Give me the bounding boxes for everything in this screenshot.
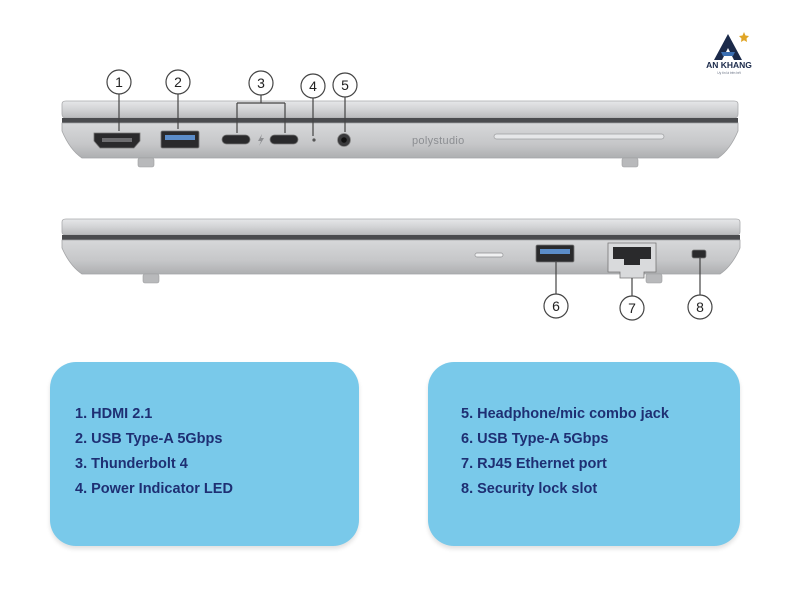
callout-1: 1 <box>106 69 132 95</box>
svg-text:3: 3 <box>257 75 265 91</box>
callout-7: 7 <box>619 295 645 321</box>
legend-item: 1. HDMI 2.1 <box>75 406 153 422</box>
callout-6: 6 <box>543 293 569 319</box>
svg-text:2: 2 <box>174 74 182 90</box>
legend-item: 5. Headphone/mic combo jack <box>461 406 669 422</box>
ports-legend-right: 5. Headphone/mic combo jack 6. USB Type-… <box>428 362 740 546</box>
bottom-callouts: 6 7 8 <box>543 258 713 321</box>
power-led-icon <box>312 138 316 142</box>
legend-list-right: 5. Headphone/mic combo jack 6. USB Type-… <box>461 402 669 502</box>
thunderbolt-symbol-icon <box>258 134 264 146</box>
legend-item: 8. Security lock slot <box>461 481 598 497</box>
ports-legend-left: 1. HDMI 2.1 2. USB Type-A 5Gbps 3. Thund… <box>50 362 359 546</box>
an-khang-logo: AN KHANG Uy tín là trên hết <box>706 32 752 75</box>
legend-item: 7. RJ45 Ethernet port <box>461 456 607 472</box>
laptop-right-side <box>61 218 741 284</box>
svg-text:6: 6 <box>552 298 560 314</box>
legend-item: 6. USB Type-A 5Gbps <box>461 431 609 447</box>
legend-list-left: 1. HDMI 2.1 2. USB Type-A 5Gbps 3. Thund… <box>75 402 233 502</box>
brand-tagline: Uy tín là trên hết <box>717 71 741 75</box>
legend-item: 3. Thunderbolt 4 <box>75 456 188 472</box>
brand-name: AN KHANG <box>706 60 752 70</box>
indicator-slot <box>474 252 504 258</box>
svg-text:7: 7 <box>628 300 636 316</box>
svg-text:5: 5 <box>341 77 349 93</box>
callout-5: 5 <box>332 72 358 98</box>
svg-text:1: 1 <box>115 74 123 90</box>
thunderbolt-port-icon <box>269 134 299 145</box>
svg-text:4: 4 <box>309 78 317 94</box>
svg-text:8: 8 <box>696 299 704 315</box>
legend-item: 2. USB Type-A 5Gbps <box>75 431 223 447</box>
laptop-left-side: polystudio <box>61 100 739 168</box>
top-callouts: 1 2 3 4 5 <box>106 69 358 136</box>
logo-star-icon <box>739 32 749 42</box>
legend-item: 4. Power Indicator LED <box>75 481 233 497</box>
speaker-grille <box>493 133 665 140</box>
callout-2: 2 <box>165 69 191 95</box>
callout-3: 3 <box>248 70 274 96</box>
thunderbolt-port-icon <box>221 134 251 145</box>
device-brand-label: polystudio <box>412 135 465 147</box>
logo-mountain-icon <box>714 34 742 60</box>
security-lock-slot-icon <box>691 249 707 259</box>
callout-4: 4 <box>300 73 326 99</box>
callout-8: 8 <box>687 294 713 320</box>
